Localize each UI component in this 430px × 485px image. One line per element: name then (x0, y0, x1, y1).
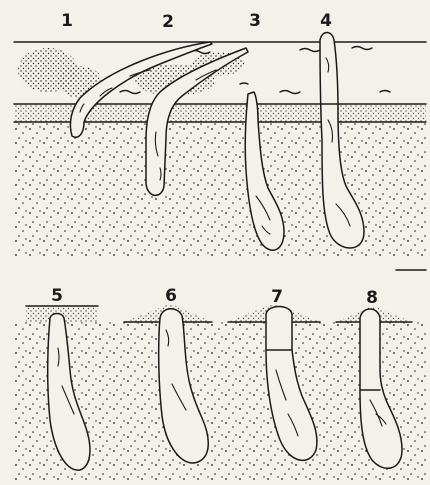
top-panel (14, 33, 426, 271)
stage-label-8: 8 (366, 288, 378, 308)
bottom-panel (14, 305, 426, 482)
stage-label-6: 6 (165, 286, 177, 306)
stage-label-5: 5 (51, 286, 63, 306)
stage-label-7: 7 (271, 287, 283, 307)
stage-label-3: 3 (249, 11, 261, 31)
stage-label-4: 4 (320, 11, 332, 31)
stage-label-1: 1 (61, 11, 73, 31)
stage-label-2: 2 (162, 12, 174, 32)
